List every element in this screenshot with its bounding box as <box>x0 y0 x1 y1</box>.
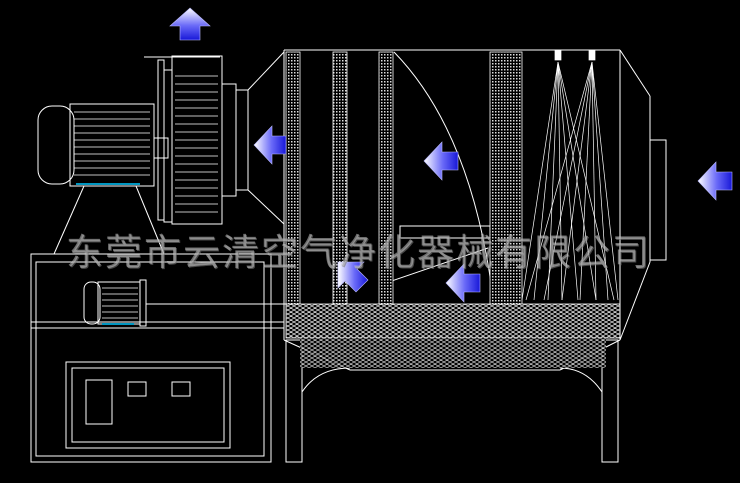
pump-motor <box>83 279 286 327</box>
nozzle-1 <box>554 49 562 61</box>
spray-pattern-2 <box>525 61 619 301</box>
motor-fins <box>74 111 150 176</box>
base-cabinet <box>30 185 284 463</box>
arrow-up-left-icon <box>337 261 369 293</box>
panel-button-1 <box>127 381 147 397</box>
fan-motor <box>37 103 169 187</box>
airflow-arrows <box>169 7 733 303</box>
filter-columns <box>285 51 523 339</box>
support-legs <box>285 339 619 463</box>
centrifugal-blower <box>144 51 285 225</box>
arrow-left-icon <box>253 125 287 165</box>
spray-nozzles <box>521 49 619 301</box>
nozzle-2 <box>588 49 596 61</box>
arrow-left-icon <box>445 263 481 303</box>
water-tank-packing <box>285 303 621 368</box>
panel-button-2 <box>171 381 191 397</box>
panel-display <box>85 379 113 425</box>
arrow-left-icon <box>697 161 733 201</box>
spray-pattern-1 <box>521 61 615 301</box>
control-panel <box>65 361 231 449</box>
arrow-left-icon <box>423 141 459 181</box>
arrow-up-icon <box>169 7 211 41</box>
